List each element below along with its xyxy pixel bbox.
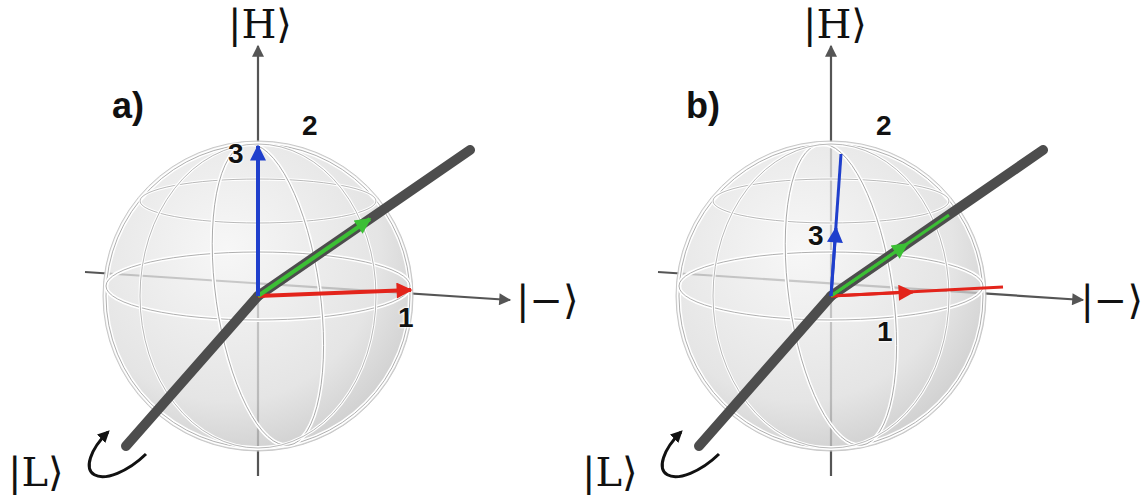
callout-number: 3 [808,222,824,250]
sphere-b [658,46,1083,477]
state-label: |L⟩ [8,452,64,492]
panel-label: a) [112,88,144,124]
state-label: |L⟩ [582,452,638,492]
callout-number: 2 [302,112,318,140]
panel-label: b) [686,88,720,124]
state-label: |H⟩ [803,4,867,44]
callout-number: 1 [877,318,893,346]
callout-number: 1 [398,304,414,332]
callout-number: 3 [228,140,244,168]
state-label: |−⟩ [516,280,579,320]
state-label: |−⟩ [1080,280,1143,320]
callout-number: 2 [876,112,892,140]
state-label: |H⟩ [228,4,292,44]
sphere-a [85,46,510,477]
